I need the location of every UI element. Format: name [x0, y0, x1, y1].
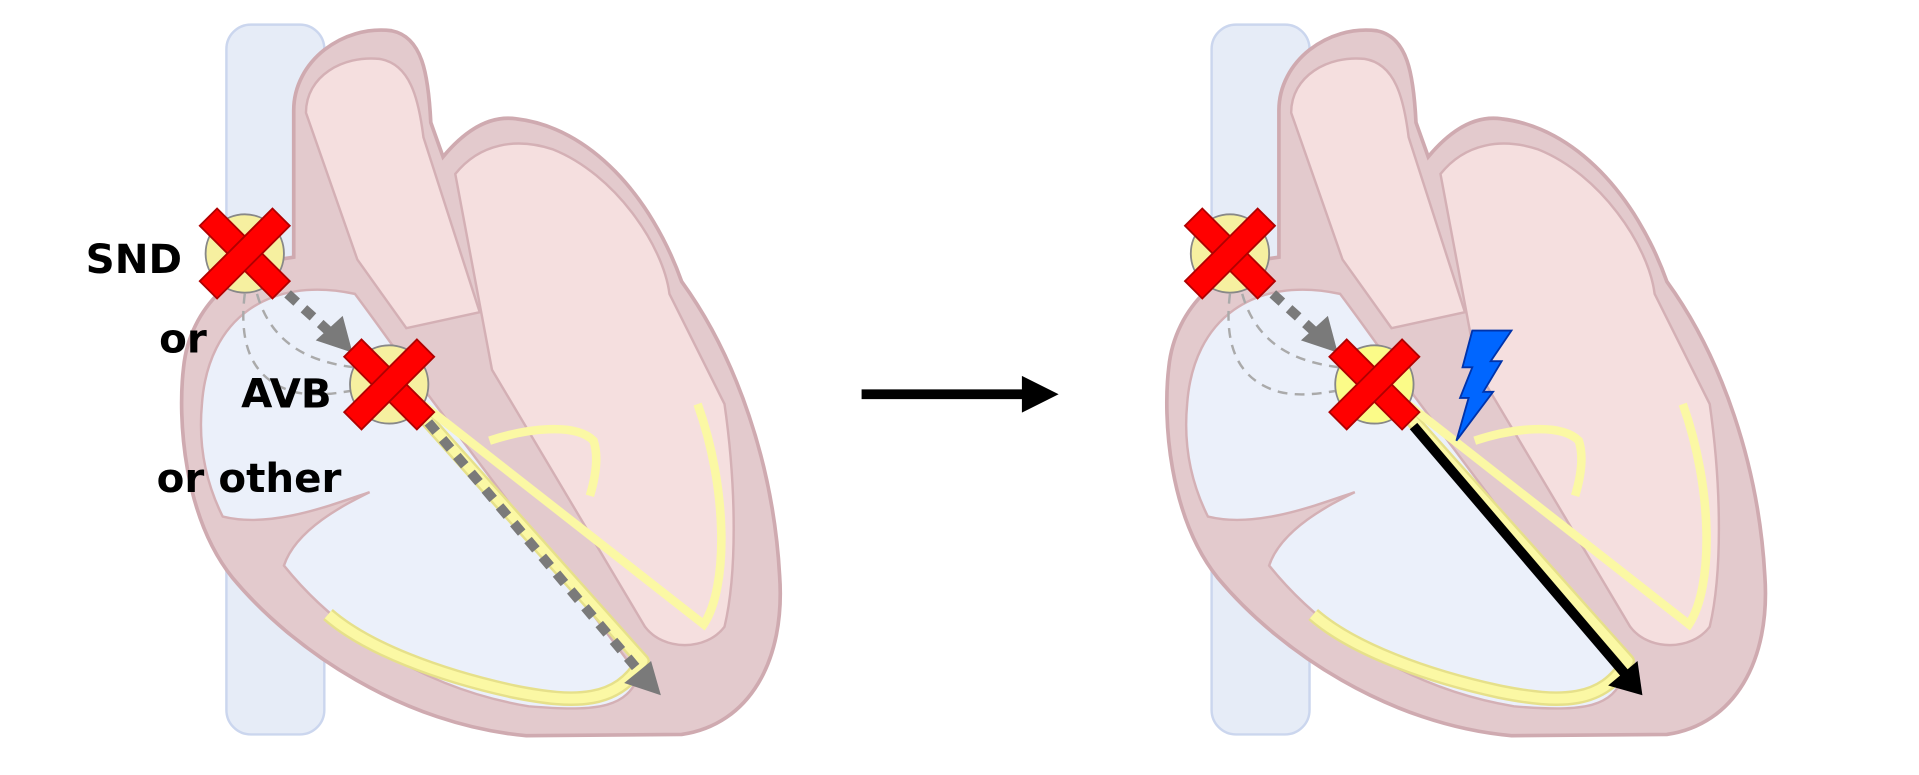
label-avb: AVB — [241, 371, 332, 418]
right-heart-panel — [1167, 25, 1766, 736]
arrowhead-icon — [1608, 661, 1643, 696]
dashed-arrow-conduction — [424, 419, 643, 674]
left-heart-panel: SND or AVB or other — [86, 25, 781, 736]
arrowhead-icon — [624, 661, 661, 696]
arrowhead-icon — [1300, 315, 1338, 353]
arrowhead-icon — [1021, 375, 1059, 413]
label-or: or — [159, 316, 207, 363]
label-snd: SND — [86, 236, 182, 283]
lightning-icon — [1455, 329, 1514, 442]
dashed-arrow-sa-av — [284, 290, 332, 335]
label-or-other: or other — [157, 455, 342, 502]
arrowhead-icon — [315, 315, 353, 353]
dashed-arrow-sa-av — [1269, 290, 1317, 335]
transition-arrow — [861, 375, 1059, 413]
heart-illustration — [1167, 25, 1766, 736]
escape-rhythm-arrow — [1409, 422, 1632, 681]
